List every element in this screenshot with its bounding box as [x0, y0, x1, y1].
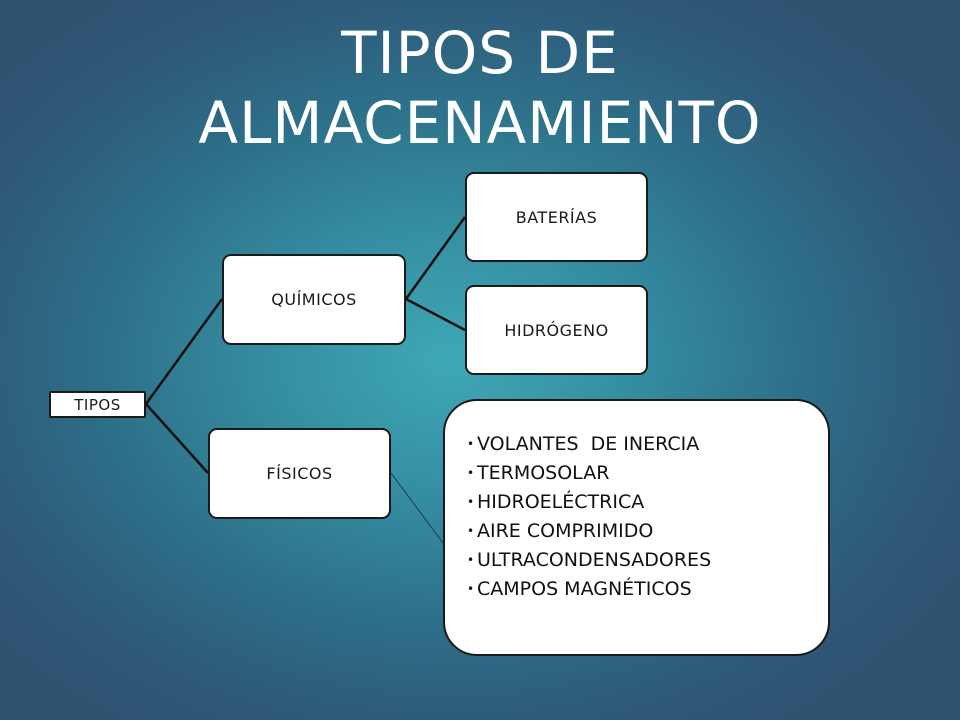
physical-storage-list: VOLANTES DE INERCIA TERMOSOLAR HIDROELÉC…: [467, 430, 818, 604]
list-item: ULTRACONDENSADORES: [467, 546, 818, 575]
node-baterias: BATERÍAS: [465, 172, 648, 262]
slide-title-line-1: TIPOS DE: [341, 19, 619, 87]
list-item: AIRE COMPRIMIDO: [467, 517, 818, 546]
connector-quimicos-baterias: [404, 216, 467, 300]
node-tipos: TIPOS: [49, 391, 146, 418]
list-item: HIDROELÉCTRICA: [467, 488, 818, 517]
slide-title-line-2: ALMACENAMIENTO: [198, 89, 762, 157]
slide-title: TIPOS DE ALMACENAMIENTO: [0, 18, 960, 158]
node-quimicos: QUÍMICOS: [222, 254, 406, 345]
connector-quimicos-hidrogeno: [405, 297, 466, 332]
list-item: CAMPOS MAGNÉTICOS: [467, 575, 818, 604]
node-tipos-label: TIPOS: [74, 395, 121, 414]
node-fisicos-types-list: VOLANTES DE INERCIA TERMOSOLAR HIDROELÉC…: [443, 399, 830, 656]
connector-tipos-fisicos: [145, 403, 209, 474]
list-item: TERMOSOLAR: [467, 459, 818, 488]
connector-fisicos-list: [390, 472, 444, 544]
node-fisicos: FÍSICOS: [208, 428, 391, 519]
node-fisicos-label: FÍSICOS: [266, 464, 333, 483]
node-hidrogeno-label: HIDRÓGENO: [504, 320, 609, 340]
list-item: VOLANTES DE INERCIA: [467, 430, 818, 459]
node-hidrogeno: HIDRÓGENO: [465, 285, 648, 375]
node-baterias-label: BATERÍAS: [515, 207, 598, 227]
node-quimicos-label: QUÍMICOS: [271, 290, 357, 309]
connector-tipos-quimicos: [144, 298, 224, 405]
